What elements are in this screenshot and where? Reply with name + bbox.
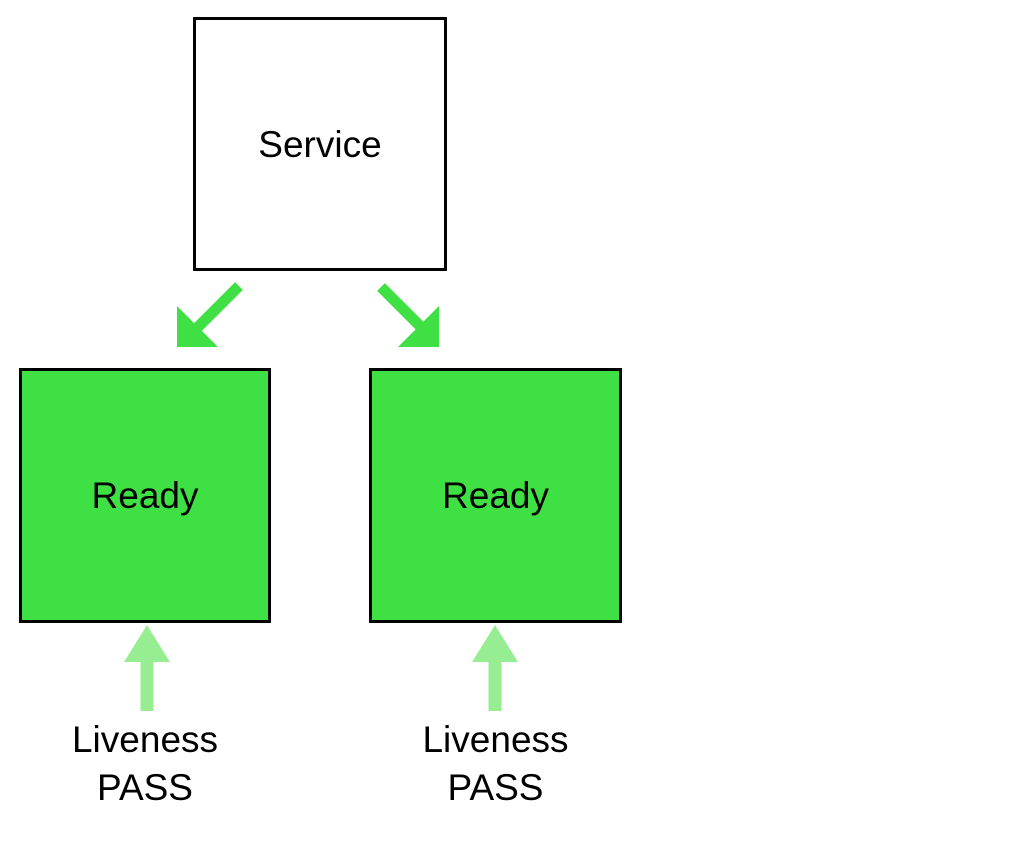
arrow-liveness-to-ready-left xyxy=(124,625,170,711)
caption-liveness-right-line1: Liveness xyxy=(422,719,569,760)
node-ready-right[interactable]: Ready xyxy=(369,368,622,623)
node-ready-right-label: Ready xyxy=(442,475,549,516)
arrow-service-to-ready-left xyxy=(177,282,243,347)
caption-liveness-left: Liveness PASS xyxy=(19,716,271,812)
arrow-liveness-to-ready-right xyxy=(472,625,518,711)
arrow-service-to-ready-right xyxy=(377,283,439,347)
node-service[interactable]: Service xyxy=(193,17,447,271)
caption-liveness-left-line1: Liveness xyxy=(71,719,219,760)
caption-liveness-left-line2: PASS xyxy=(97,767,193,808)
node-ready-left-label: Ready xyxy=(91,475,199,516)
caption-liveness-right-line2: PASS xyxy=(447,767,544,808)
node-service-label: Service xyxy=(258,123,382,165)
node-ready-left[interactable]: Ready xyxy=(19,368,271,623)
caption-liveness-right: Liveness PASS xyxy=(369,716,622,812)
